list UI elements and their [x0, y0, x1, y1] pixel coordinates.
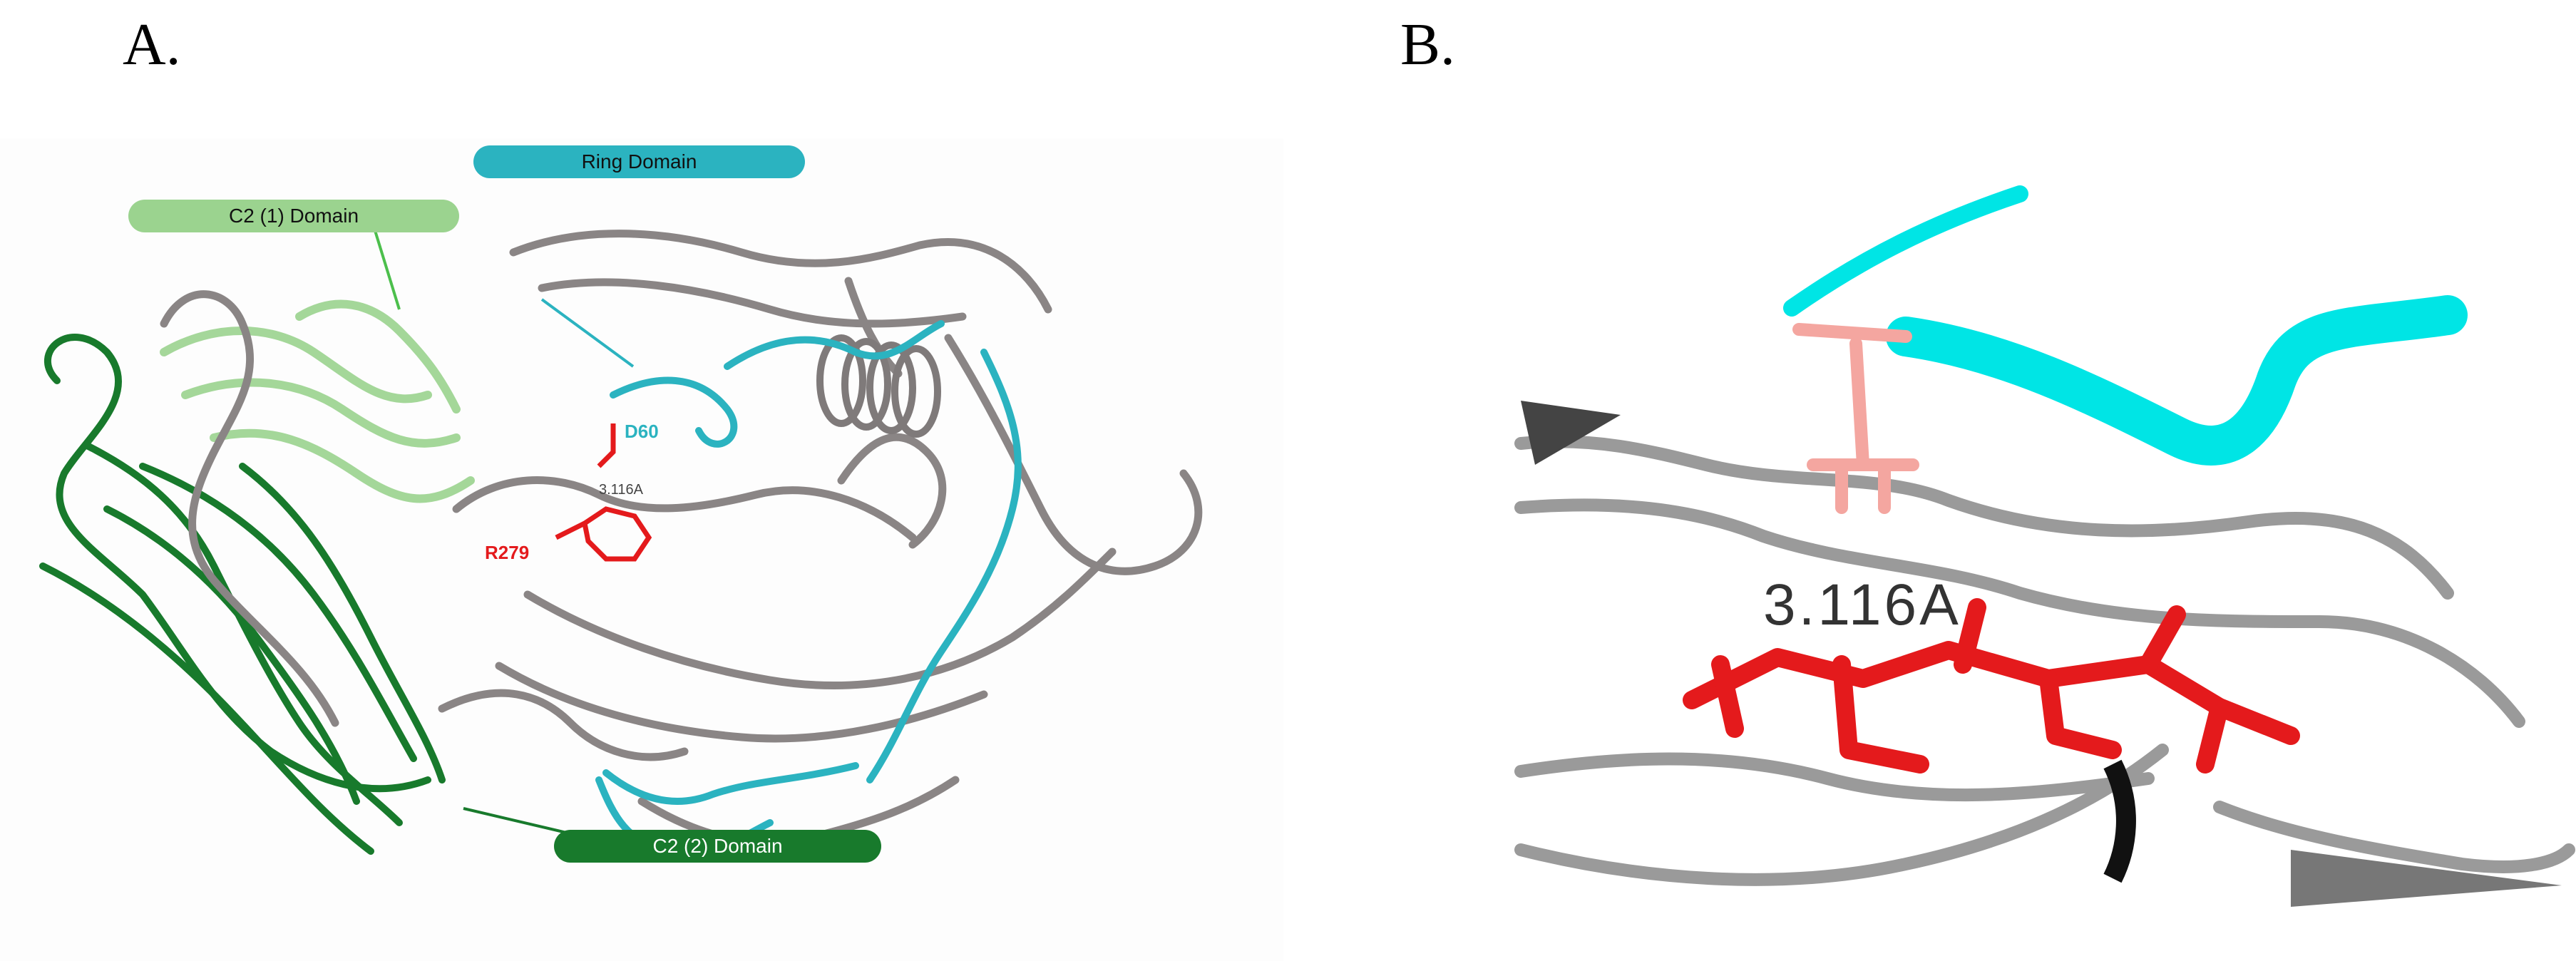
distance-label-a: 3.116A — [599, 482, 643, 498]
zoom-arrow-strand — [2291, 850, 2562, 907]
backbone-helix — [816, 334, 941, 438]
c2-2-domain-label: C2 (2) Domain — [554, 830, 881, 863]
ring-domain-ribbon — [595, 320, 1022, 856]
c2-1-domain-label: C2 (1) Domain — [128, 200, 459, 232]
d60-residue-label: D60 — [625, 421, 659, 442]
zoom-cyan-ribbon — [1783, 185, 2468, 466]
zoom-black-segment — [2103, 759, 2136, 883]
c2-2-domain-ribbon — [39, 334, 446, 855]
residue-sticks — [555, 423, 652, 562]
zoom-distance-label: 3.116A — [1763, 572, 1961, 637]
panel-b-letter: B. — [1400, 11, 1456, 78]
backbone-ribbon — [160, 230, 1203, 847]
r279-residue-label: R279 — [485, 542, 530, 563]
panel-b-zoom-view: 3.116A — [1507, 165, 2576, 961]
c2-1-domain-ribbon — [160, 299, 475, 503]
zoom-backbone-strands — [1514, 435, 2575, 886]
zoom-residue-sticks — [1683, 598, 2300, 774]
ring-domain-label: Ring Domain — [473, 145, 805, 178]
panel-a-letter: A. — [123, 11, 181, 78]
zoom-ribbon-diagram — [1514, 185, 2575, 907]
zoom-dark-strand — [1521, 401, 1621, 465]
zoom-bond-sticks — [1792, 323, 1919, 514]
panel-a-protein-structure: Ring Domain C2 (1) Domain C2 (2) Domain … — [0, 138, 1283, 961]
protein-ribbon-diagram — [39, 216, 1203, 856]
